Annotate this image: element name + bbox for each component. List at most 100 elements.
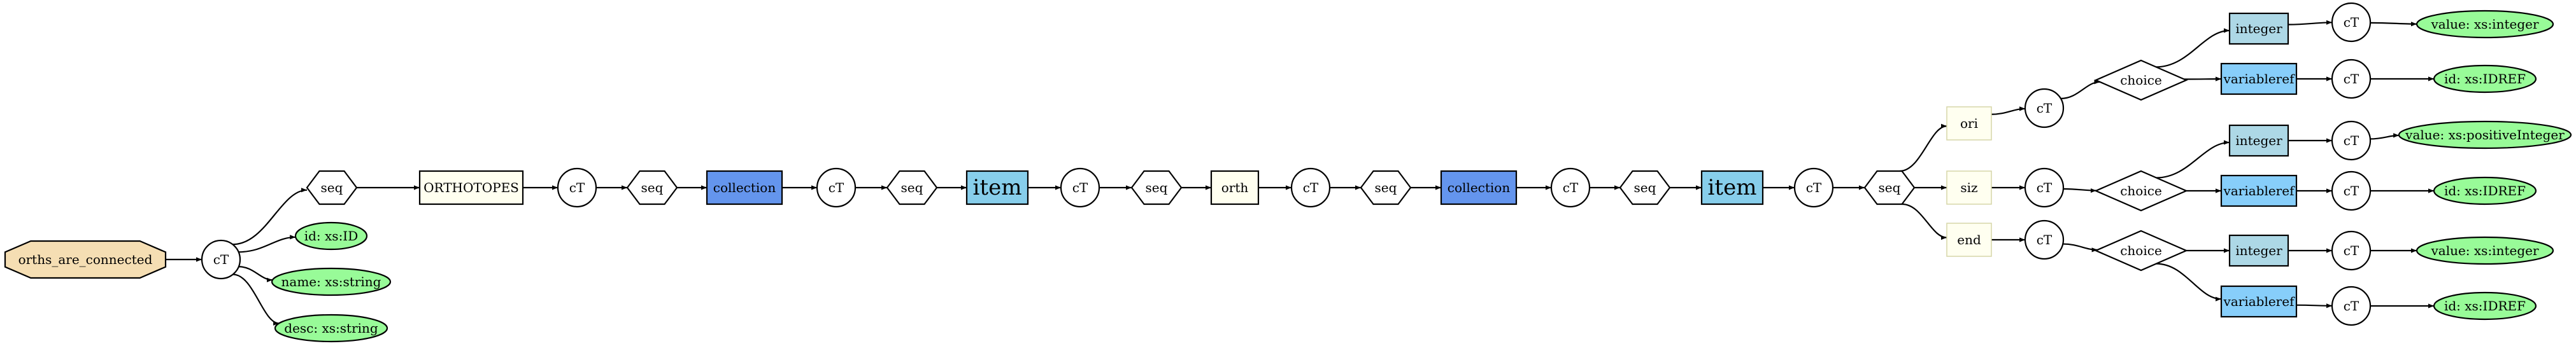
node-ctL6: cT	[2331, 286, 2372, 326]
edge-var3-ctL6	[2296, 303, 2333, 308]
node-seq1: seq	[626, 170, 678, 205]
node-label: siz	[1960, 180, 1977, 195]
node-v3: value: xs:integer	[2416, 236, 2554, 265]
node-label: cT	[1563, 180, 1579, 195]
node-int3: integer	[2228, 234, 2289, 267]
node-ctL1: cT	[2331, 2, 2372, 43]
node-ct_ori: cT	[2024, 88, 2065, 128]
node-seq2: seq	[886, 170, 938, 205]
node-label: cT	[1072, 180, 1088, 195]
node-label: collection	[713, 180, 776, 195]
node-seq6: seq	[1863, 170, 1916, 205]
node-item2: item	[1700, 170, 1764, 205]
node-label: cT	[2037, 100, 2053, 116]
edge-ct0-a_desc	[232, 273, 280, 326]
edge-seq6-ori	[1899, 123, 1947, 172]
node-label: ORTHOTOPES	[423, 180, 519, 195]
node-ct_end: cT	[2024, 219, 2065, 260]
node-label: desc: xs:string	[284, 321, 378, 336]
node-label: name: xs:string	[281, 274, 381, 289]
node-a_name: name: xs:string	[271, 267, 392, 296]
node-v2: value: xs:positiveInteger	[2398, 120, 2572, 149]
node-v1: value: xs:integer	[2416, 10, 2554, 39]
node-label: seq	[1879, 180, 1901, 195]
node-seq5: seq	[1619, 170, 1671, 205]
node-ct2: cT	[816, 167, 857, 208]
node-label: cT	[2344, 133, 2359, 148]
node-ct_siz: cT	[2024, 167, 2065, 208]
node-label: seq	[1634, 180, 1656, 195]
node-label: id: xs:IDREF	[2444, 183, 2526, 198]
node-label: integer	[2235, 21, 2282, 36]
node-label: cT	[213, 252, 229, 267]
edge-ct0-a_id	[238, 235, 296, 253]
edge-ct_end-ch3	[2063, 243, 2098, 253]
edge-ct0-seq0	[232, 188, 308, 246]
node-label: integer	[2235, 243, 2282, 258]
edge-ctL3-v2	[2370, 133, 2400, 140]
node-label: cT	[1806, 180, 1822, 195]
node-ctL2: cT	[2331, 59, 2372, 99]
node-label: collection	[1448, 180, 1511, 195]
node-ct6: cT	[1793, 167, 1834, 208]
node-ctL4: cT	[2331, 170, 2372, 211]
node-siz: siz	[1946, 170, 1992, 205]
edge-ct0-a_name	[238, 266, 273, 282]
node-label: cT	[569, 180, 585, 195]
edge-ch2-int2	[2156, 140, 2230, 179]
node-a_id: id: xs:ID	[294, 221, 368, 251]
node-ct0: cT	[201, 239, 241, 280]
node-label: seq	[641, 180, 664, 195]
node-ct1: cT	[557, 167, 597, 208]
node-label: id: xs:IDREF	[2444, 298, 2526, 314]
node-label: cT	[2344, 243, 2359, 258]
node-label: end	[1957, 232, 1981, 247]
node-label: orths_are_connected	[18, 252, 153, 267]
node-label: cT	[2344, 183, 2359, 198]
edge-seq6-end	[1902, 203, 1947, 240]
node-seq0: seq	[306, 170, 358, 205]
node-label: cT	[2344, 298, 2359, 314]
node-label: cT	[2344, 71, 2359, 86]
node-ori: ori	[1946, 106, 1992, 141]
node-ch1: choice	[2094, 59, 2188, 101]
edge-ori-ct_ori	[1991, 106, 2026, 115]
node-ctL5: cT	[2331, 230, 2372, 271]
node-label: cT	[2037, 180, 2053, 195]
node-ct4: cT	[1290, 167, 1331, 208]
node-var2: variableref	[2220, 174, 2298, 207]
edge-ctL1-v1	[2370, 22, 2417, 27]
node-label: variableref	[2223, 71, 2296, 86]
node-orthotopes: ORTHOTOPES	[418, 170, 524, 205]
node-label: choice	[2120, 183, 2162, 198]
edge-ch1-int1	[2156, 28, 2230, 68]
node-coll2: collection	[1440, 170, 1518, 205]
node-coll1: collection	[706, 170, 783, 205]
node-seq4: seq	[1360, 170, 1412, 205]
node-label: id: xs:ID	[304, 228, 359, 244]
node-label: integer	[2235, 133, 2282, 148]
node-label: cT	[829, 180, 844, 195]
node-label: ori	[1960, 116, 1978, 131]
node-label: value: xs:integer	[2430, 17, 2539, 32]
node-seq3: seq	[1130, 170, 1183, 205]
node-r1: id: xs:IDREF	[2433, 64, 2537, 93]
node-ctL3: cT	[2331, 120, 2372, 161]
node-ct5: cT	[1550, 167, 1591, 208]
node-r2: id: xs:IDREF	[2433, 176, 2537, 205]
node-a_desc: desc: xs:string	[274, 314, 388, 343]
node-label: id: xs:IDREF	[2444, 71, 2526, 86]
node-label: value: xs:integer	[2430, 243, 2539, 258]
node-var3: variableref	[2220, 285, 2298, 318]
node-ch2: choice	[2094, 170, 2188, 212]
node-label: cT	[1303, 180, 1319, 195]
node-label: value: xs:positiveInteger	[2405, 127, 2565, 142]
node-label: choice	[2120, 73, 2162, 88]
edge-int1-ctL1	[2288, 20, 2333, 25]
node-label: seq	[1146, 180, 1168, 195]
edge-ch3-var3	[2156, 263, 2222, 301]
node-orth: orth	[1210, 170, 1260, 205]
node-root: orths_are_connected	[4, 240, 167, 279]
node-r3: id: xs:IDREF	[2433, 291, 2537, 321]
